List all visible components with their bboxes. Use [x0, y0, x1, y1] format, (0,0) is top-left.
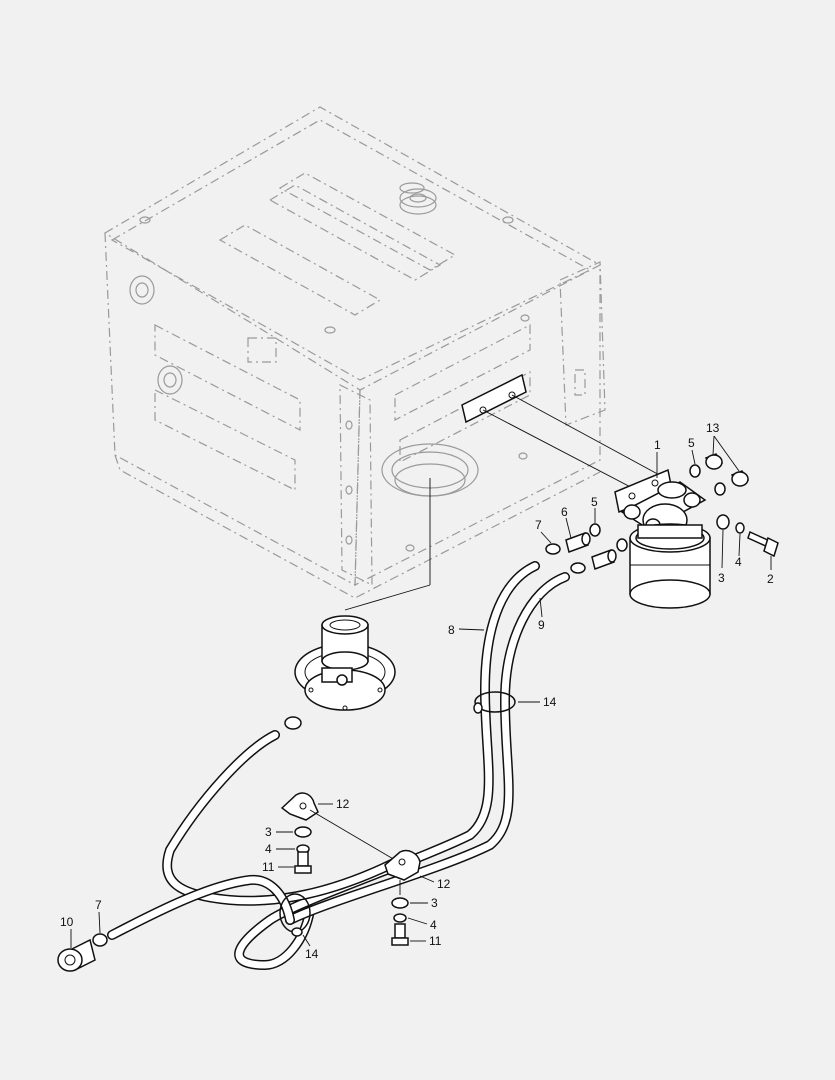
callout-11: 11: [262, 860, 275, 874]
tank-bracket: [461, 373, 666, 493]
hose-clip-12-lower: [384, 849, 421, 946]
bolt-11-upper: [294, 851, 312, 874]
fuel-filter-assembly: [614, 468, 711, 609]
hose-fitting-6-lower: [591, 549, 617, 570]
hose-clamp-7-lower: [570, 562, 586, 574]
o-ring-lower: [616, 538, 628, 552]
hose-clip-12-upper: [280, 792, 396, 874]
washer-3-upper: [294, 826, 312, 838]
filter-hardware: [545, 453, 779, 574]
hose-clamp-14-lower: [279, 893, 311, 937]
callout-1: 1: [654, 438, 661, 452]
banjo-fitting-10: [57, 938, 96, 972]
callout-12: 12: [336, 797, 350, 811]
hose-fitting-6-upper: [565, 532, 591, 553]
hose-clamp-14-upper: [473, 691, 516, 714]
callout-2: 2: [767, 572, 774, 586]
callout-4: 4: [735, 555, 742, 569]
callout-13: 13: [706, 421, 720, 435]
callout-7: 7: [535, 518, 542, 532]
callout-11: 11: [429, 934, 442, 948]
hose-clamp-7-upper: [545, 543, 561, 555]
washer-3-right: [716, 514, 730, 530]
washer-4-right: [735, 522, 745, 534]
washer-3-lower: [391, 897, 409, 909]
callout-4: 4: [265, 842, 272, 856]
callout-4: 4: [430, 918, 437, 932]
callout-3: 3: [718, 571, 725, 585]
bolt-2: [747, 530, 779, 558]
callout-6: 6: [561, 505, 568, 519]
callout-8: 8: [448, 623, 455, 637]
callout-labels: 1 2 3 3 3 4 4 4 5 5 6 7 7 8 9 10 11 11 1…: [60, 421, 774, 961]
washer-4-lower: [393, 913, 407, 923]
callout-9: 9: [538, 618, 545, 632]
bleed-plug-13a: [704, 453, 724, 470]
callout-3: 3: [431, 896, 438, 910]
callout-10: 10: [60, 915, 74, 929]
callout-3: 3: [265, 825, 272, 839]
callout-14: 14: [305, 947, 319, 961]
callout-7: 7: [95, 898, 102, 912]
callout-5: 5: [591, 495, 598, 509]
bolt-11-lower: [391, 923, 409, 946]
callout-14: 14: [543, 695, 557, 709]
o-ring-5-upper: [689, 464, 701, 478]
leader-lines: [70, 435, 772, 948]
o-ring-5-lower: [589, 523, 601, 537]
bleed-plug-13b: [730, 470, 750, 487]
hose-clamp-sender: [284, 716, 302, 730]
callout-5: 5: [688, 436, 695, 450]
fuel-tank-phantom: [103, 106, 606, 599]
hose-clamp-7-left: [92, 933, 108, 947]
fuel-sender-unit: [294, 478, 431, 711]
o-ring-upper-right: [714, 482, 726, 496]
callout-12: 12: [437, 877, 451, 891]
